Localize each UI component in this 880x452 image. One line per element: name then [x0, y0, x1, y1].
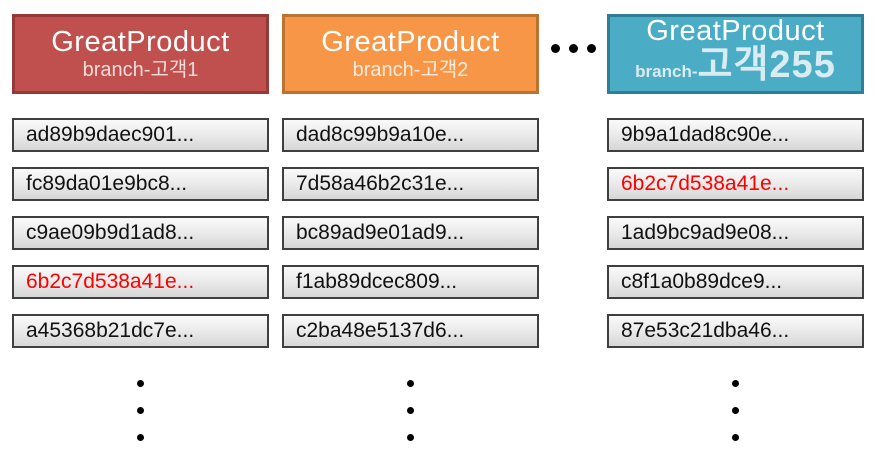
commit-hash-item: c8f1a0b89dce9...	[607, 265, 864, 299]
branch-name: 고객2	[420, 59, 469, 81]
commit-hash-item: fc89da01e9bc8...	[12, 167, 269, 201]
branch-header-1: GreatProduct branch-고객1	[12, 14, 269, 94]
branch-label: branch-고객1	[83, 58, 199, 82]
branch-header-3: GreatProduct branch-고객255	[607, 14, 864, 94]
branch-header-2: GreatProduct branch-고객2	[282, 14, 539, 94]
commit-hash-item: a45368b21dc7e...	[12, 314, 269, 348]
product-title: GreatProduct	[51, 26, 230, 58]
commit-hash-item: ad89b9daec901...	[12, 118, 269, 152]
horizontal-ellipsis-icon	[551, 44, 596, 53]
branch-column-2: GreatProduct branch-고객2 dad8c99b9a10e...…	[282, 14, 539, 441]
branch-prefix: branch-	[635, 61, 698, 81]
commit-hash-item: dad8c99b9a10e...	[282, 118, 539, 152]
commit-hash-item: c2ba48e5137d6...	[282, 314, 539, 348]
commit-hash-item: f1ab89dcec809...	[282, 265, 539, 299]
branch-column-3: GreatProduct branch-고객255 9b9a1dad8c90e.…	[607, 14, 864, 441]
branch-name: 고객1	[150, 59, 199, 81]
branch-prefix: branch-	[352, 59, 421, 81]
commit-hash-item-highlighted: 6b2c7d538a41e...	[607, 167, 864, 201]
vertical-ellipsis-icon	[282, 380, 539, 441]
branch-prefix: branch-	[82, 59, 151, 81]
commit-hash-item: 9b9a1dad8c90e...	[607, 118, 864, 152]
commit-hash-item: 1ad9bc9ad9e08...	[607, 216, 864, 250]
branch-label: branch-고객255	[635, 45, 836, 92]
commit-hash-item: 7d58a46b2c31e...	[282, 167, 539, 201]
commit-hash-item: bc89ad9e01ad9...	[282, 216, 539, 250]
branch-name: 고객255	[697, 43, 836, 86]
vertical-ellipsis-icon	[607, 380, 864, 441]
branch-column-1: GreatProduct branch-고객1 ad89b9daec901...…	[12, 14, 269, 441]
vertical-ellipsis-icon	[12, 380, 269, 441]
commit-hash-item: 87e53c21dba46...	[607, 314, 864, 348]
product-title: GreatProduct	[321, 26, 500, 58]
commit-hash-item: c9ae09b9d1ad8...	[12, 216, 269, 250]
commit-hash-item-highlighted: 6b2c7d538a41e...	[12, 265, 269, 299]
branch-label: branch-고객2	[353, 58, 469, 82]
product-title: GreatProduct	[646, 14, 825, 47]
